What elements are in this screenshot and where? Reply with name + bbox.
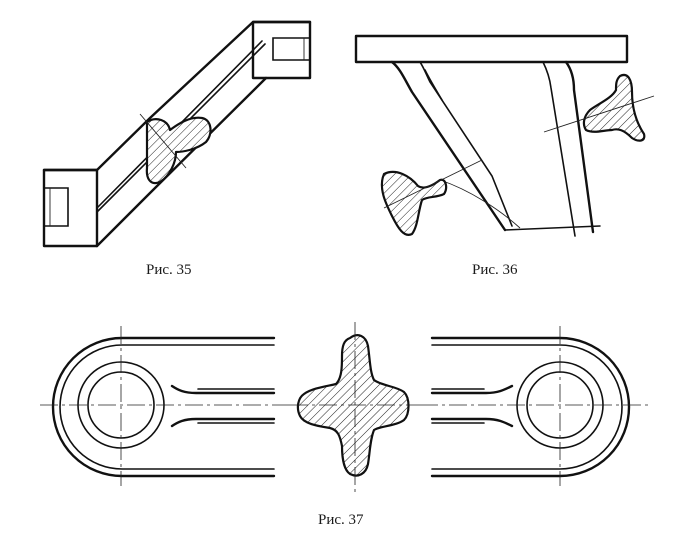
figure-35-caption: Рис. 35 (146, 262, 192, 278)
fig36-right-section (543, 73, 655, 142)
figure-36-caption: Рис. 36 (472, 262, 518, 278)
fig36-left-rib (390, 60, 513, 232)
fig37-right-lug (420, 326, 650, 486)
fig35-right-end-profile (251, 20, 312, 80)
fig35-left-end-profile (42, 168, 99, 248)
figure-37-lug (40, 322, 650, 492)
fig36-outline-edges (439, 179, 601, 231)
fig37-cross-section (290, 322, 420, 492)
fig36-right-rib (542, 60, 595, 237)
fig35-revolved-section (139, 113, 212, 185)
fig36-left-section (380, 159, 483, 236)
fig36-top-flange (354, 34, 629, 64)
figure-36-bracket (354, 34, 655, 237)
figure-37-caption: Рис. 37 (318, 512, 364, 528)
figure-35-beam (42, 20, 312, 248)
fig37-left-lug (40, 326, 290, 486)
